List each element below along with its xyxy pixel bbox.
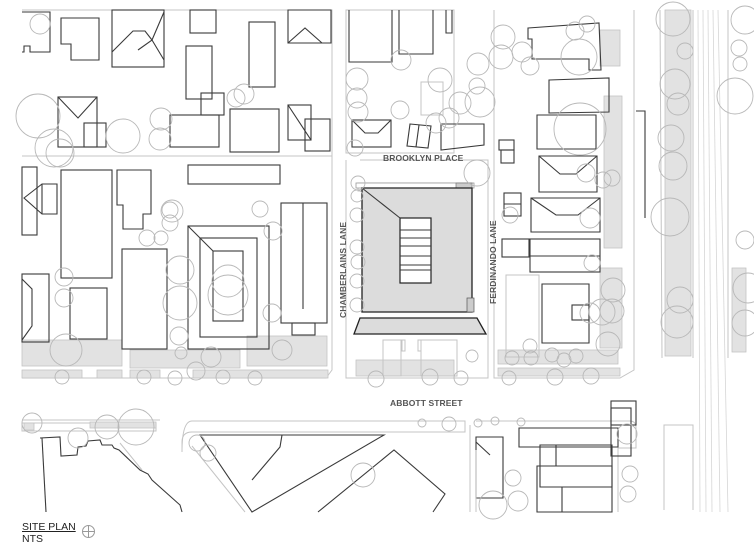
neighbouring-buildings-south	[39, 400, 637, 513]
neighbouring-buildings-north	[348, 10, 485, 151]
trees	[15, 1, 754, 520]
label-abbott-street: ABBOTT STREET	[390, 398, 463, 408]
landscape-areas	[21, 9, 747, 431]
north-point-icon	[82, 525, 95, 538]
neighbouring-buildings	[22, 9, 332, 153]
subject-site-building	[353, 182, 488, 377]
drawing-legend: SITE PLAN NTS	[22, 521, 76, 545]
courtyard-steps	[400, 229, 431, 271]
neighbouring-buildings-east	[498, 22, 646, 358]
label-chamberlains-lane: CHAMBERLAINS LANE	[338, 222, 348, 318]
label-ferdinando-lane: FERDINANDO LANE	[488, 220, 498, 304]
label-brooklyn-place: BROOKLYN PLACE	[383, 153, 464, 163]
drawing-scale: NTS	[22, 533, 43, 545]
street-block-outlines	[21, 9, 694, 512]
drawing-title: SITE PLAN	[22, 521, 76, 533]
neighbouring-buildings-mid-left	[21, 164, 328, 350]
